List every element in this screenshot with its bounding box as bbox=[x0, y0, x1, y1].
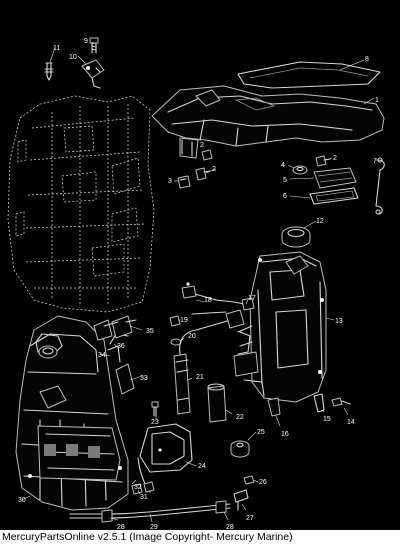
callout-27: 27 bbox=[246, 515, 254, 522]
part-16-bracket bbox=[267, 397, 281, 417]
callout-24: 24 bbox=[198, 463, 206, 470]
callout-3: 3 bbox=[168, 178, 172, 185]
part-8-gasket bbox=[237, 61, 381, 89]
callout-28a: 28 bbox=[117, 524, 125, 530]
part-14-bolt bbox=[331, 397, 351, 407]
callout-5: 5 bbox=[283, 177, 287, 184]
part-5-pad bbox=[313, 167, 357, 189]
callout-2c: 2 bbox=[200, 142, 204, 149]
callout-6: 6 bbox=[283, 193, 287, 200]
part-24-bracket bbox=[139, 423, 193, 473]
part-11-stud bbox=[44, 62, 54, 81]
part-21-fuel-pump bbox=[173, 309, 251, 415]
callout-numbers: 1 2 2 2 3 4 5 6 7 8 9 10 11 12 13 14 15 … bbox=[18, 38, 379, 530]
callout-4: 4 bbox=[281, 162, 285, 169]
part-6-seal bbox=[309, 187, 359, 205]
copyright-text: MercuryPartsOnline v2.5.1 (Image Copyrig… bbox=[2, 531, 293, 543]
callout-7: 7 bbox=[373, 158, 377, 165]
part-17-18-harness bbox=[181, 282, 255, 315]
callout-31: 31 bbox=[140, 494, 148, 501]
part-22-filter bbox=[207, 383, 227, 423]
callout-20: 20 bbox=[188, 333, 196, 340]
callout-12: 12 bbox=[316, 218, 324, 225]
callout-29: 29 bbox=[150, 524, 158, 530]
callout-2a: 2 bbox=[333, 155, 337, 162]
callout-32: 32 bbox=[134, 484, 142, 491]
callout-15: 15 bbox=[323, 416, 331, 423]
part-15-bracket bbox=[313, 393, 325, 413]
callout-10: 10 bbox=[69, 54, 77, 61]
callout-17: 17 bbox=[248, 295, 256, 302]
callout-1: 1 bbox=[375, 97, 379, 104]
footer-bar: MercuryPartsOnline v2.5.1 (Image Copyrig… bbox=[0, 530, 400, 544]
part-23-bolt bbox=[151, 401, 159, 417]
part-1-cover bbox=[151, 85, 385, 159]
exploded-parts-diagram: 1 2 2 2 3 4 5 6 7 8 9 10 11 12 13 14 15 … bbox=[7, 37, 385, 530]
part-10-fitting bbox=[81, 59, 105, 89]
callout-2b: 2 bbox=[212, 166, 216, 173]
callout-23: 23 bbox=[151, 419, 159, 426]
part-25-bushing bbox=[230, 440, 250, 458]
callout-22: 22 bbox=[236, 414, 244, 421]
callout-13: 13 bbox=[335, 318, 343, 325]
callout-11: 11 bbox=[53, 45, 60, 52]
callout-33: 33 bbox=[140, 375, 148, 382]
part-12-seal-ring bbox=[281, 226, 311, 248]
part-9-screw bbox=[89, 37, 99, 54]
part-13-tank bbox=[233, 251, 327, 403]
callout-14: 14 bbox=[347, 419, 355, 426]
part-2-clips bbox=[195, 149, 331, 181]
callout-30: 30 bbox=[18, 497, 26, 504]
part-28-29-hose bbox=[69, 500, 231, 523]
part-30-assembly bbox=[15, 315, 137, 511]
leader-lines bbox=[21, 41, 378, 523]
callout-25: 25 bbox=[257, 429, 265, 436]
part-4-grommet bbox=[292, 165, 308, 175]
part-3-clip bbox=[177, 175, 191, 189]
part-31-32 bbox=[131, 457, 155, 495]
callout-19: 19 bbox=[180, 317, 188, 324]
part-26-27 bbox=[233, 475, 255, 511]
callout-21: 21 bbox=[196, 374, 204, 381]
callout-26: 26 bbox=[259, 479, 267, 486]
callout-34: 34 bbox=[98, 352, 106, 359]
callout-28b: 28 bbox=[226, 524, 234, 530]
callout-36: 36 bbox=[117, 343, 125, 350]
part-7-clip bbox=[375, 157, 385, 215]
callout-18: 18 bbox=[204, 297, 212, 304]
callout-16: 16 bbox=[281, 431, 289, 438]
callout-35: 35 bbox=[146, 328, 154, 335]
part-19-20 bbox=[169, 315, 182, 346]
engine-block bbox=[7, 95, 155, 313]
callout-9: 9 bbox=[84, 38, 88, 45]
callout-8: 8 bbox=[365, 56, 369, 63]
